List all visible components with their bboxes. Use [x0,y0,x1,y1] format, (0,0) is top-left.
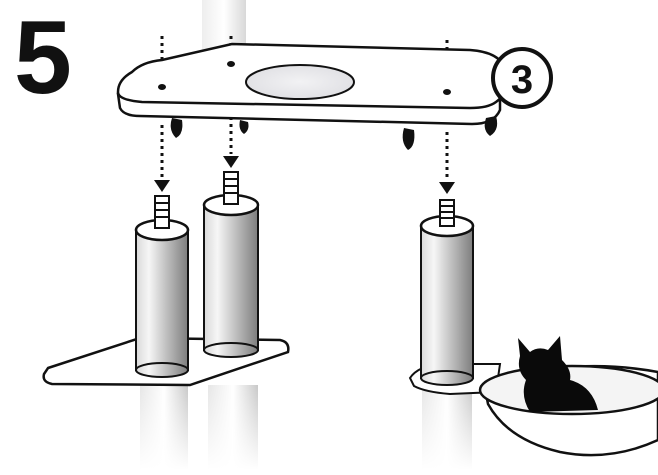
screw-icon [439,199,455,227]
cat-silhouette-icon [518,336,598,412]
upper-post-extension [202,0,246,50]
post-middle [202,193,260,358]
step-number: 5 [14,0,72,116]
post-right [419,214,475,386]
top-platform [116,42,509,150]
part-callout: 3 [491,47,553,109]
part-number: 3 [511,58,533,102]
arrowheads [154,156,455,194]
screw-icon [154,195,170,229]
lower-post-extensions [130,385,480,470]
post-left [134,218,190,378]
screw-icon [223,171,239,205]
